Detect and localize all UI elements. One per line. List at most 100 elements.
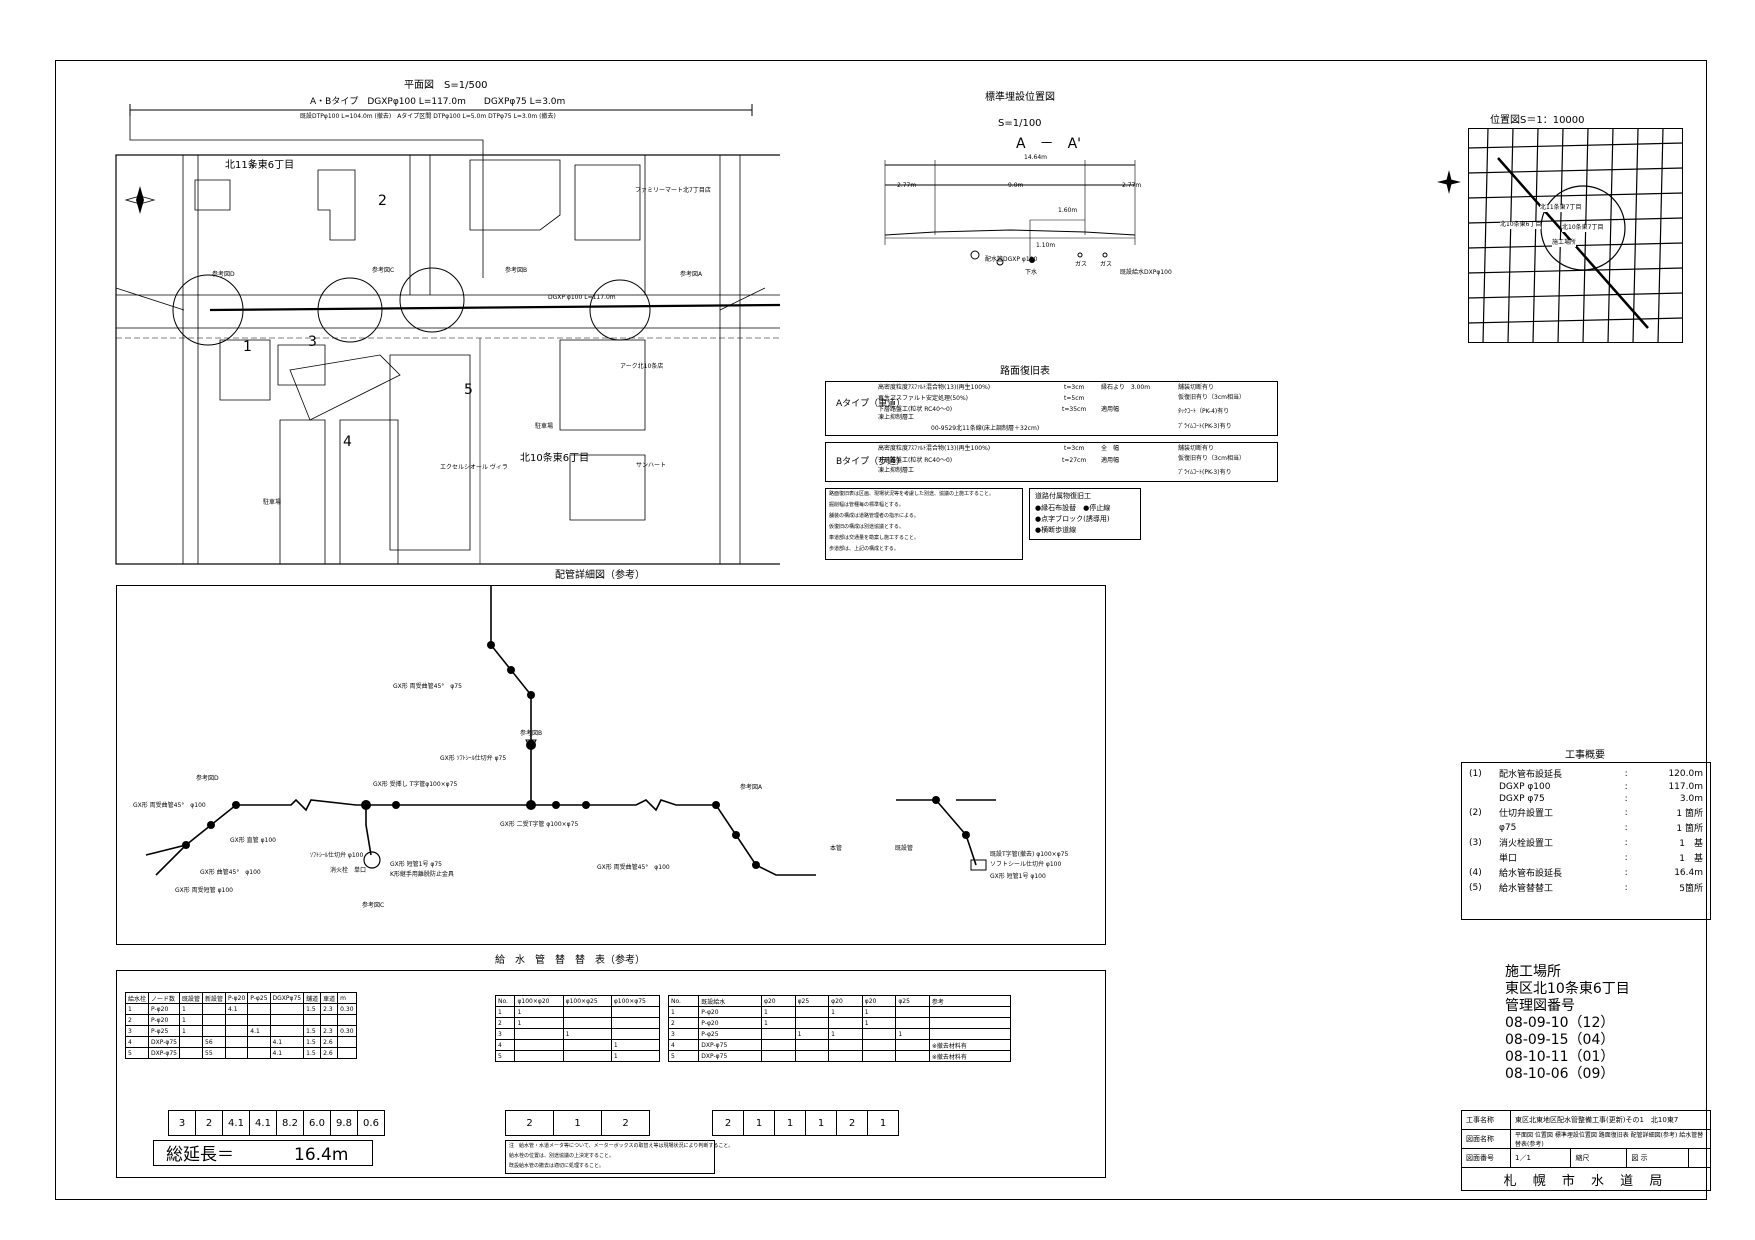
- restore-row-b: Bタイプ（歩道） 高密度粒度ｱｽﾌｧﾙﾄ混合物(13)(再生100%) 下層路盤…: [825, 442, 1278, 482]
- site-num: 08-10-11（01）: [1505, 1049, 1615, 1065]
- misc-item: ●点字ブロック(誘導用): [1035, 515, 1110, 523]
- detail-label: GX形 両受曲管45° φ100: [597, 864, 670, 871]
- section-label: ガス: [1100, 261, 1113, 268]
- title-block: 工事名称東区北東地区配水管整備工事(更新)その1 北10東7 図面名称平面図 位…: [1461, 1110, 1712, 1191]
- building-label: ファミリーマート北7丁目店: [635, 187, 711, 194]
- plan-view: N: [115, 104, 780, 565]
- north-arrow-icon: [1437, 170, 1461, 194]
- restore-note-line: 路面復旧表は区画、現場状況等を考慮した別途、協議の上施工すること。: [829, 491, 995, 497]
- restore-tack: 仮復旧有り（3cm相当）: [1178, 455, 1245, 462]
- location-label: 北10条東6丁目: [1500, 221, 1542, 229]
- section-name: A － A': [1016, 136, 1082, 152]
- building-label: サンハート: [636, 462, 667, 469]
- location-label: 北10条東7丁目: [1562, 224, 1604, 232]
- restore-tack: ﾌﾟﾗｲﾑｺｰﾄ(PK-3)有り: [1178, 423, 1232, 430]
- restore-item: 下層路盤工(粒状 RC40～0): [878, 406, 953, 413]
- ref-label: 参考図A: [680, 271, 703, 278]
- overview-title: 工事概要: [1565, 750, 1605, 761]
- detail-ref: 参考図C: [362, 902, 385, 909]
- detail-box: [116, 585, 1106, 945]
- section-scale: S=1/100: [998, 118, 1042, 129]
- section-d3: 2.77m: [1122, 182, 1142, 189]
- location-label: 施工場所: [1552, 239, 1577, 247]
- piping-detail: [145, 585, 996, 876]
- misc-restore: 道路付属物復旧工 ●縁石布設替 ●停止線 ●点字ブロック(誘導用) ●横断歩道線: [1029, 488, 1141, 540]
- lot-5: 5: [464, 382, 473, 398]
- overview-box: (1)配水管布設延長:120.0m DGXP φ100:117.0m DGXP …: [1461, 762, 1711, 920]
- supply-notes: 注 給水管・水道メータ等について、メーターボックスの取替え等は現場状況により判断…: [505, 1140, 733, 1174]
- restore-notes: 路面復旧表は区画、現場状況等を考慮した別途、協議の上施工すること。 掘削幅は管種…: [825, 488, 1023, 560]
- supply-note: 給水栓の位置は、別途協議の上決定すること。: [509, 1153, 615, 1159]
- detail-label: GX形 両受短管 φ100: [175, 887, 233, 894]
- block-north: 北11条東6丁目: [225, 160, 295, 171]
- detail-label: 既設管: [895, 845, 914, 852]
- section-title: 標準埋設位置図: [985, 92, 1055, 103]
- site-ctrl: 管理図番号: [1505, 998, 1575, 1014]
- restore-tack: 仮復旧有り（3cm相当）: [1178, 394, 1245, 401]
- restore-tack: ﾌﾟﾗｲﾑｺｰﾄ(PK-3)有り: [1178, 469, 1232, 476]
- restore-width: 適用幅: [1101, 457, 1120, 464]
- restore-tack: ﾀｯｸｺｰﾄ（PK-4)有り: [1178, 408, 1230, 415]
- site-label: 施工場所: [1505, 964, 1561, 980]
- supply-note: 注 給水管・水道メータ等について、メーターボックスの取替え等は現場状況により判断…: [509, 1143, 734, 1149]
- section-label: 既設給水DXPφ100: [1120, 269, 1172, 276]
- detail-label: GX形 直管 φ100: [230, 837, 276, 844]
- misc-title: 道路付属物復旧工: [1035, 492, 1091, 500]
- section-view: [884, 160, 1136, 266]
- ref-label: 参考図C: [372, 267, 395, 274]
- detail-label: ｿﾌﾄｼｰﾙ仕切弁 φ100: [310, 852, 364, 859]
- section-depth: 1.10m: [1036, 242, 1056, 249]
- site-num: 08-09-15（04）: [1505, 1032, 1615, 1048]
- restore-note: 縁石より 3.00m: [1101, 384, 1151, 391]
- ref-label: 参考図D: [212, 271, 235, 278]
- block-south: 北10条東6丁目: [520, 453, 590, 464]
- site-num: 08-09-10（12）: [1505, 1015, 1615, 1031]
- restore-type: Bタイプ（歩道）: [836, 457, 906, 467]
- building-label: エクセルシオール ヴィラ: [440, 464, 508, 471]
- section-total: 14.64m: [1024, 154, 1048, 161]
- overview-table: (1)配水管布設延長:120.0m DGXP φ100:117.0m DGXP …: [1469, 768, 1703, 895]
- lot-4: 4: [343, 434, 352, 450]
- restore-title: 路面復旧表: [1000, 366, 1050, 377]
- section-d4: 1.60m: [1058, 207, 1078, 214]
- detail-label: 既設T字管(撤去) φ100×φ75: [990, 851, 1069, 858]
- detail-label: 消火栓 単口: [330, 867, 367, 874]
- restore-thickness: t=35cm: [1062, 406, 1087, 413]
- detail-ref: 参考図A: [740, 784, 763, 791]
- restore-item: 高密度粒度ｱｽﾌｧﾙﾄ混合物(13)(再生100%): [878, 384, 991, 391]
- supply-note: 既設給水管の撤去は適切に処理すること。: [509, 1163, 605, 1169]
- detail-title: 配管詳細図（参考）: [555, 570, 645, 581]
- section-label: 配水管DGXP φ100: [985, 256, 1038, 263]
- detail-label: ソフトシール仕切弁 φ100: [990, 861, 1062, 868]
- ref-label: 参考図B: [505, 267, 528, 274]
- restore-tack: 舗装切断有り: [1178, 445, 1215, 452]
- section-label: ガス: [1075, 261, 1088, 268]
- location-label: 北11条東7丁目: [1540, 204, 1582, 212]
- detail-label: GX形 両受曲管45° φ100: [133, 802, 206, 809]
- detail-label: GX形 短管1号 φ75: [390, 861, 442, 868]
- building-label: 駐車場: [263, 499, 282, 506]
- restore-thickness: t=3cm: [1064, 445, 1085, 452]
- site-num: 08-10-06（09）: [1505, 1066, 1615, 1082]
- restore-row-a: Aタイプ（車道） 高密度粒度ｱｽﾌｧﾙﾄ混合物(13)(再生100%) 再生アス…: [825, 381, 1278, 436]
- total-value: 16.4m: [294, 1145, 349, 1165]
- detail-label: K形継手用離脱防止金具: [390, 871, 454, 878]
- restore-extra: 00-9529北11条線(床上調制層＋32cm): [931, 425, 1040, 432]
- lot-3: 3: [308, 334, 317, 350]
- detail-label: GX形 曲管45° φ100: [200, 869, 261, 876]
- misc-item: ●縁石布設替 ●停止線: [1035, 504, 1111, 512]
- plan-title: 平面図 S=1/500: [404, 80, 488, 91]
- restore-thickness: t=27cm: [1062, 457, 1087, 464]
- misc-item: ●横断歩道線: [1035, 526, 1077, 534]
- supply-box: [116, 970, 1106, 1178]
- restore-type: Aタイプ（車道）: [836, 399, 906, 409]
- restore-item: 高密度粒度ｱｽﾌｧﾙﾄ混合物(13)(再生100%): [878, 445, 991, 452]
- pipe-label: DGXP φ100 L=117.0m: [548, 294, 616, 301]
- section-label: 下水: [1025, 269, 1038, 276]
- building-label: 駐車場: [535, 423, 554, 430]
- detail-label: GX形 二受T字管 φ100×φ75: [500, 821, 579, 828]
- lot-1: 1: [243, 339, 252, 355]
